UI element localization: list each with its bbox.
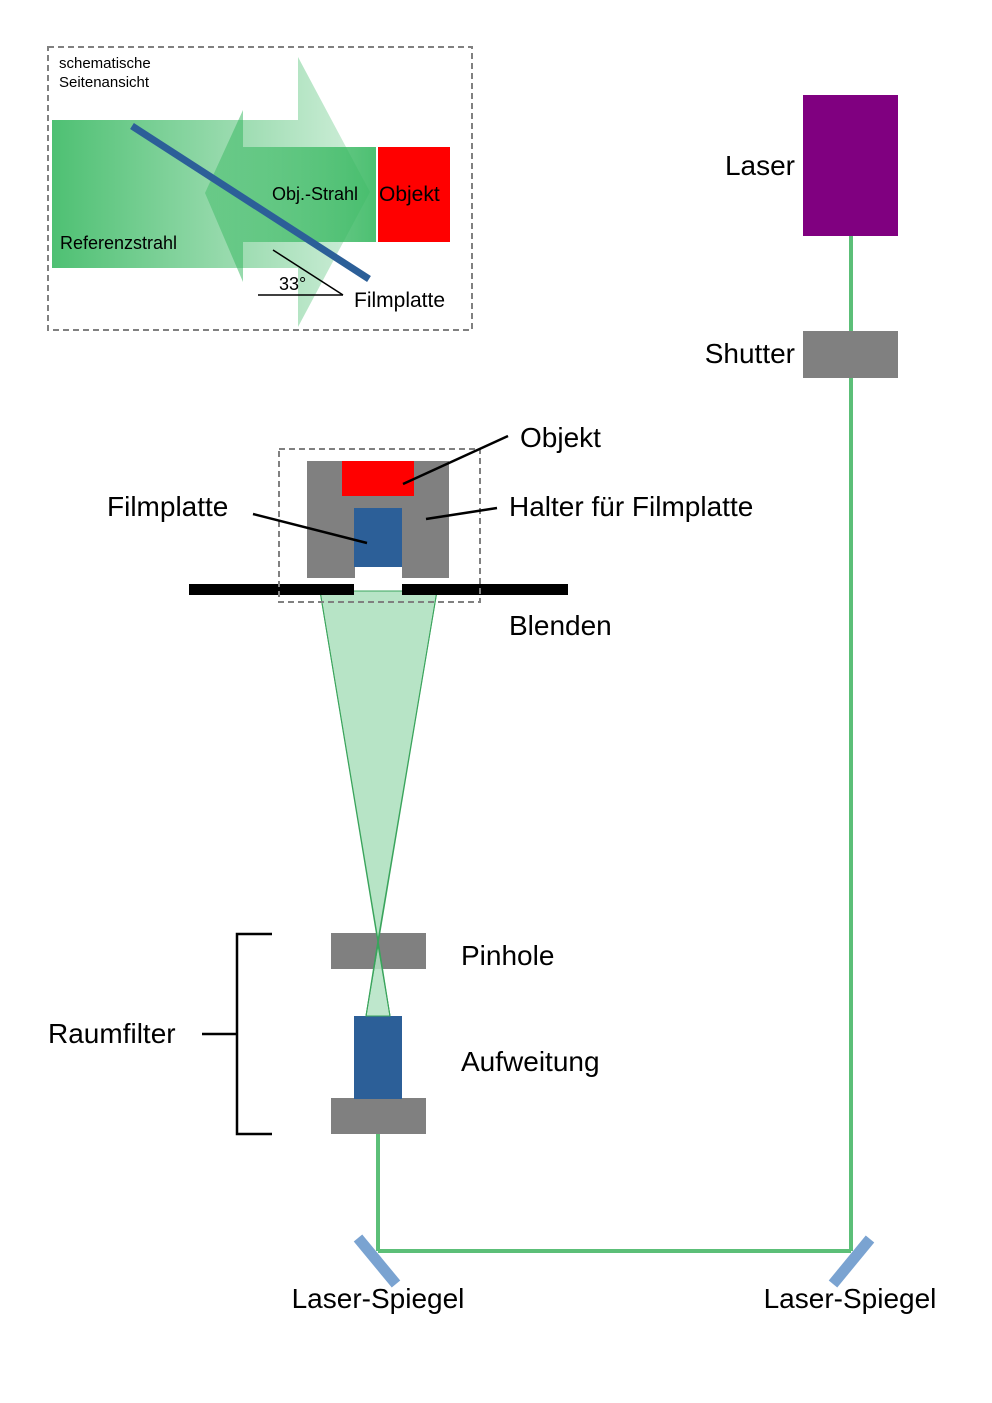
inset-angle-line-diagonal [272, 249, 344, 296]
spatial-filter-label: Raumfilter [48, 1018, 176, 1049]
expander-lens [354, 1016, 402, 1099]
inset-object-beam-label: Obj.-Strahl [272, 184, 358, 204]
mirror-right [828, 1235, 875, 1288]
object-pointer [402, 434, 509, 486]
beam-cone-large [319, 590, 438, 941]
inset-caption-line2: Seitenansicht [59, 74, 150, 91]
beam-cone-edge-right [365, 590, 438, 1017]
object-block [342, 461, 414, 496]
shutter [803, 331, 898, 378]
film-plate-block [354, 508, 402, 567]
mirror-left-label: Laser-Spiegel [292, 1283, 465, 1314]
mirror-right-label: Laser-Spiegel [764, 1283, 937, 1314]
object-beam-arrow [205, 110, 376, 282]
expander-label: Aufweitung [461, 1046, 600, 1077]
film-plate-label: Filmplatte [107, 491, 228, 522]
holder-top-bridge [355, 496, 402, 508]
inset-angle-label: 33° [279, 274, 306, 294]
inset-dashed-frame [47, 46, 473, 331]
inset-film-plate [130, 123, 371, 282]
inset-film-plate-label: Filmplatte [354, 289, 445, 312]
object-label: Objekt [520, 422, 601, 453]
laser-label: Laser [725, 150, 795, 181]
holder-label: Halter für Filmplatte [509, 491, 753, 522]
holder-pointer [425, 506, 498, 521]
inset-reference-beam-label: Referenzstrahl [60, 233, 177, 253]
side-view-inset: schematische Seitenansicht Objekt Obj.-S… [47, 46, 473, 331]
aperture-right [402, 584, 568, 595]
aperture-left [189, 584, 354, 595]
inset-object-label: Objekt [379, 183, 440, 206]
spatial-filter-bracket [202, 932, 272, 1136]
inset-caption-line1: schematische [59, 55, 151, 72]
apertures-label: Blenden [509, 610, 612, 641]
pinhole-label: Pinhole [461, 940, 554, 971]
film-holder-assembly [189, 448, 568, 603]
shutter-label: Shutter [705, 338, 795, 369]
filter-base [331, 1098, 426, 1134]
laser-source [803, 95, 898, 236]
laser-beam-path [376, 236, 853, 1253]
film-plate-pointer [252, 512, 368, 545]
inset-object-block [378, 147, 450, 242]
spatial-filter [331, 933, 426, 1134]
holder-dashed-frame [278, 448, 481, 603]
mirror-left [353, 1234, 401, 1288]
